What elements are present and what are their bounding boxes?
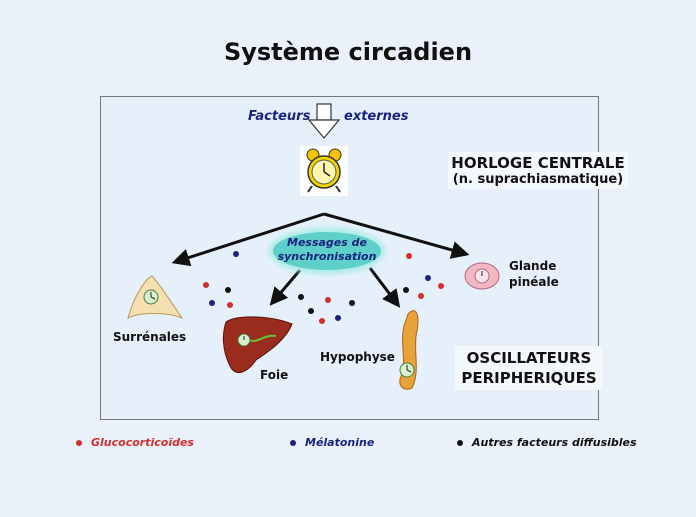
legend-dot-blue [290, 440, 296, 446]
central-clock-title: HORLOGE CENTRALE [451, 154, 625, 172]
adrenal-gland-icon [127, 275, 184, 320]
legend-item-melatonin: Mélatonine [290, 436, 374, 449]
pituitary-label: Hypophyse [320, 350, 395, 364]
pituitary-gland-icon [399, 310, 419, 390]
legend-item-glucocorticoids: Glucocorticoïdes [76, 436, 194, 449]
peripheral-line1: OSCILLATEURS [466, 349, 592, 367]
legend-dot-red [76, 440, 82, 446]
pineal-label-line2: pinéale [509, 275, 559, 289]
adrenal-label: Surrénales [113, 330, 187, 344]
central-alarm-clock-icon [300, 146, 348, 196]
messages-line2: synchronisation [277, 250, 377, 263]
synchronization-messages-bubble: Messages de synchronisation [273, 232, 381, 270]
central-clock-subtitle: (n. suprachiasmatique) [452, 172, 624, 187]
legend-item-other-factors: Autres facteurs diffusibles [457, 436, 637, 449]
diffusible-factor-dots [203, 251, 444, 324]
pineal-label-line1: Glande [509, 259, 557, 273]
legend-dot-black [457, 440, 463, 446]
pineal-gland-label: Glande pinéale [509, 258, 559, 290]
diagram-title: Système circadien [223, 38, 473, 66]
central-clock-label: HORLOGE CENTRALE (n. suprachiasmatique) [448, 152, 628, 189]
external-factors-label-left: Facteurs [248, 109, 311, 124]
external-input-arrow [307, 103, 341, 139]
synchronization-arrows [171, 212, 470, 308]
external-factors-label-right: externes [344, 109, 409, 124]
pineal-gland-icon [464, 262, 500, 290]
liver-icon [222, 316, 293, 374]
messages-line1: Messages de [287, 236, 367, 249]
peripheral-oscillators-label: OSCILLATEURS PERIPHERIQUES [455, 346, 603, 390]
liver-label: Foie [260, 368, 289, 382]
peripheral-line2: PERIPHERIQUES [461, 369, 597, 387]
